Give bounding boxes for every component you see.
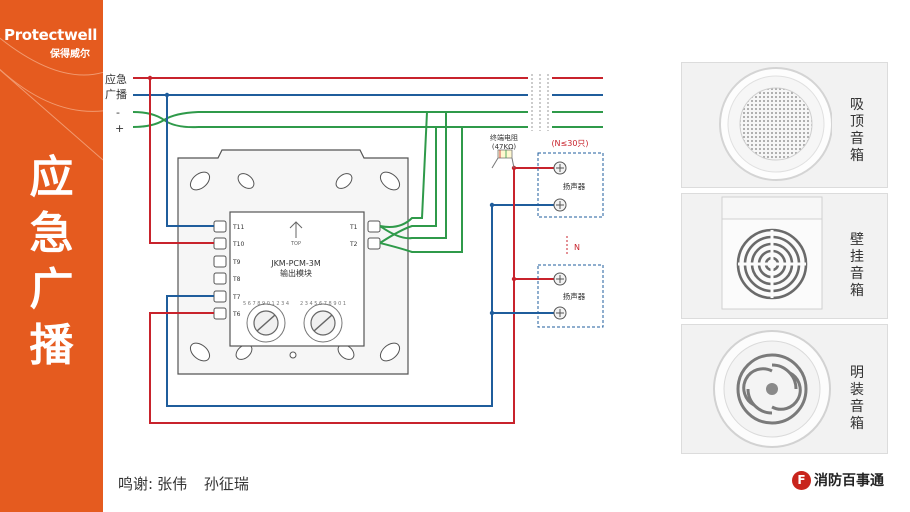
label-char: 音 [850, 266, 864, 282]
label-char: 装 [850, 382, 864, 398]
address-dial-2 [303, 303, 343, 343]
terminal-label: T9 [232, 259, 241, 266]
brand-logo: Protectwell [4, 26, 98, 44]
product-card-ceiling: 吸 顶 音 箱 [681, 62, 888, 188]
address-dial-1 [246, 303, 286, 343]
title-char: 急 [29, 208, 74, 259]
left-terminals [213, 220, 227, 320]
credit-prefix: 鸣谢: [118, 475, 154, 493]
label-char: 挂 [850, 249, 864, 265]
module-model: JKM-PCM-3M [270, 259, 321, 268]
credit-name: 张伟 [157, 475, 188, 493]
wire-junction [147, 75, 153, 81]
footer-logo: F 消防百事通 [792, 470, 884, 490]
label-char: 顶 [850, 114, 864, 130]
product-card-surface: 明 装 音 箱 [681, 324, 888, 454]
label-char: 明 [850, 365, 864, 381]
product-card-wall: 壁 挂 音 箱 [681, 193, 888, 319]
credit-line: 鸣谢:张伟 孙征瑞 [118, 473, 253, 494]
credit-name: 孙征瑞 [203, 475, 249, 493]
brand-subtitle: 保得威尔 [50, 49, 90, 60]
dial-numbers: 5 6 7 8 9 0 1 2 3 4 [243, 301, 289, 307]
terminal-resistor [491, 149, 515, 169]
terminal-label: T2 [349, 241, 358, 248]
speaker-box-2 [537, 264, 604, 328]
label-char: 箱 [850, 148, 864, 164]
speaker-branch-wiring [491, 167, 557, 314]
wiring-diagram: 应急 广播 - + TOP JKM-PCM-3M 输 [105, 72, 604, 424]
product-label: 壁 挂 音 箱 [845, 232, 869, 300]
bus-label-emergency: 应急 [105, 72, 127, 86]
bus-breaks [531, 74, 549, 131]
dial-numbers: 2 3 4 5 6 7 8 9 0 1 [300, 301, 346, 307]
page-title: 应 急 广 播 [0, 150, 103, 374]
title-char: 广 [29, 264, 74, 315]
title-char: 播 [29, 320, 74, 371]
speaker-label: 扬声器 [563, 291, 586, 301]
label-char: 音 [850, 399, 864, 415]
terminal-label: T11 [232, 224, 244, 231]
fire-logo-icon: F [792, 470, 811, 490]
right-terminals [367, 220, 381, 250]
resistor-value: (47KΩ) [492, 143, 517, 151]
resistor-label: 终端电阻 [490, 133, 518, 142]
terminal-label: T6 [232, 311, 241, 318]
label-char: 吸 [850, 97, 864, 113]
bus-lines [132, 77, 603, 129]
top-mark: TOP [290, 241, 301, 247]
minus-label: - [116, 106, 120, 119]
n-mark: N [574, 243, 580, 252]
top-arrow-icon [289, 221, 303, 238]
terminal-label: T8 [232, 276, 241, 283]
speaker-box-1 [537, 152, 604, 218]
product-label: 明 装 音 箱 [845, 365, 869, 433]
decorative-lines [0, 37, 103, 161]
surface-speaker-image [713, 330, 831, 448]
sidebar: Protectwell 保得威尔 应 急 广 播 [0, 0, 103, 512]
count-note: (N≤30只) [551, 139, 588, 148]
title-char: 应 [29, 152, 74, 203]
label-char: 箱 [850, 416, 864, 432]
mounting-slots [189, 171, 401, 362]
terminal-label: T7 [232, 294, 241, 301]
speaker-label: 扬声器 [563, 181, 586, 191]
product-label: 吸 顶 音 箱 [845, 97, 869, 165]
ceiling-speaker-image [719, 67, 832, 181]
terminal-label: T1 [349, 224, 358, 231]
terminal-label: T10 [232, 241, 244, 248]
label-char: 壁 [850, 232, 864, 248]
label-char: 音 [850, 131, 864, 147]
wall-speaker-image [721, 196, 823, 310]
module-wiring [149, 78, 515, 424]
module-name: 输出模块 [280, 268, 312, 278]
label-char: 箱 [850, 283, 864, 299]
footer-logo-text: 消防百事通 [814, 473, 884, 489]
bus-label-broadcast: 广播 [105, 87, 127, 101]
plus-label: + [115, 122, 124, 135]
